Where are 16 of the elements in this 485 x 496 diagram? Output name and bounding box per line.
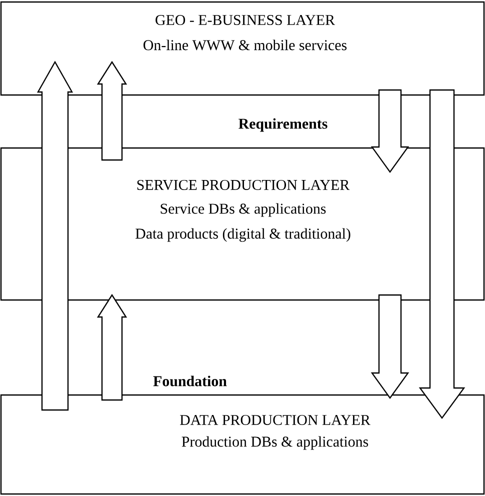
block-arrow	[36, 60, 74, 411]
layer-title: GEO - E-BUSINESS LAYER	[156, 14, 335, 26]
block-arrow	[370, 294, 410, 400]
arrow-caption: Requirements	[238, 118, 328, 132]
layer-description: Data products (digital & traditional)	[136, 228, 350, 242]
layer-title: DATA PRODUCTION LAYER	[180, 414, 370, 426]
layer-description: Production DBs & applications	[182, 436, 368, 450]
block-arrow	[418, 89, 466, 420]
block-arrow	[370, 89, 410, 174]
layer-box	[0, 1, 485, 96]
block-arrow	[96, 60, 128, 161]
layer-description: On-line WWW & mobile services	[144, 40, 347, 50]
layer-description: Service DBs & applications	[160, 203, 326, 217]
block-arrow	[96, 294, 128, 401]
layer-box	[0, 394, 485, 495]
layer-title: SERVICE PRODUCTION LAYER	[137, 180, 350, 190]
